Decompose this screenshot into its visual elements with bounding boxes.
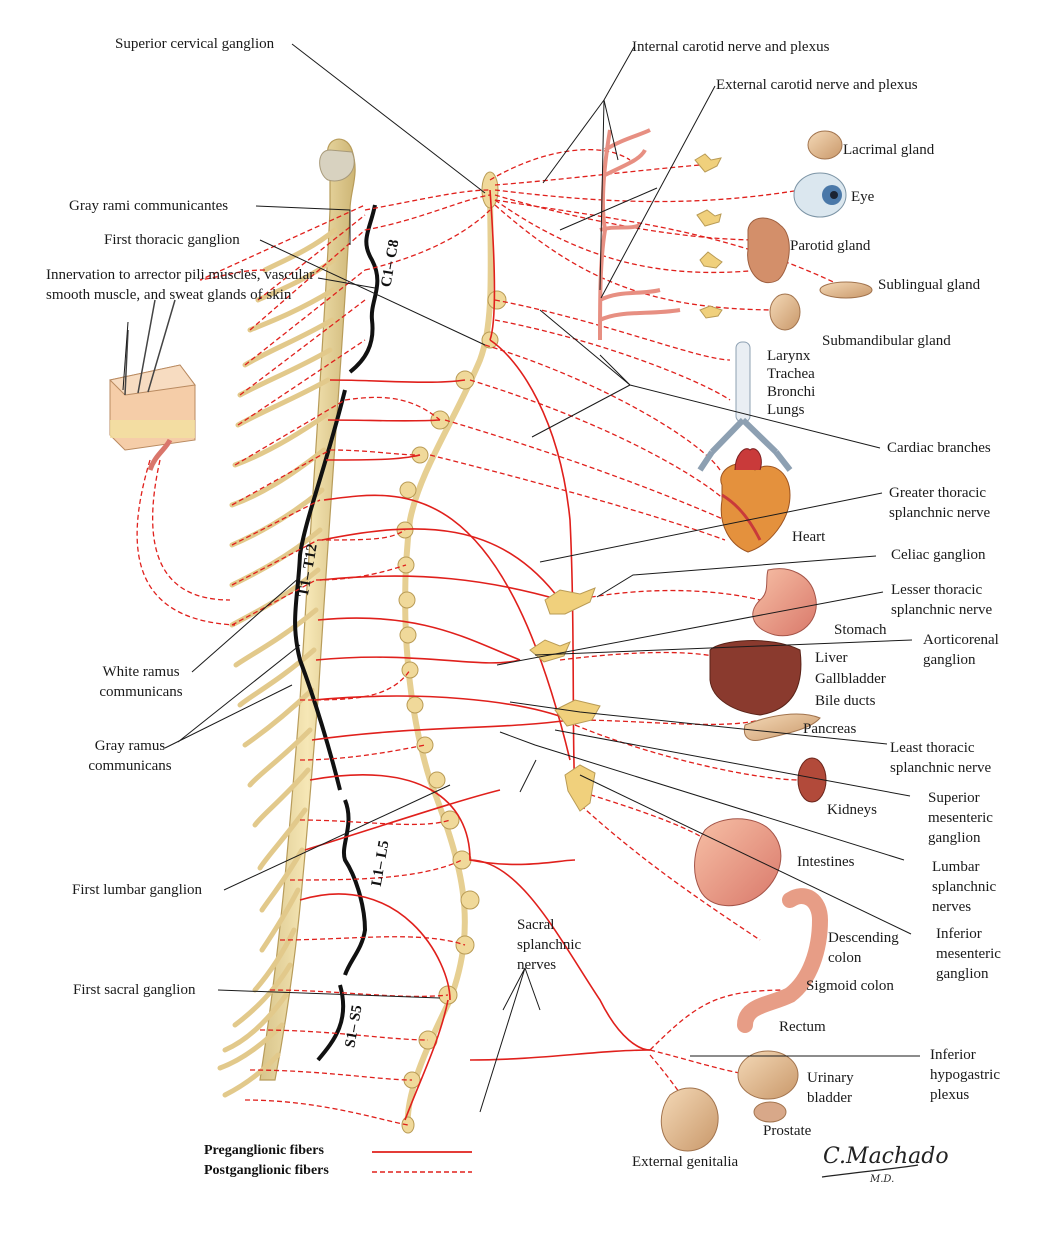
prevertebral-ganglia <box>529 587 601 812</box>
liver-shape <box>709 640 802 716</box>
intestines-shape <box>694 818 782 907</box>
label-cardiac-branches: Cardiac branches <box>887 440 991 456</box>
pancreas-shape <box>743 713 821 741</box>
label-prostate: Prostate <box>763 1123 812 1139</box>
label-larynx: Larynx <box>767 348 811 364</box>
label-white-ramus-communicans: White ramus communicans <box>99 664 183 700</box>
carotid-plexus-vessels <box>598 128 681 341</box>
label-greater-thoracic-splanchnic: Greater thoracic splanchnic nerve <box>889 485 991 521</box>
stomach-shape <box>752 568 817 637</box>
label-aorticorenal-ganglion: Aorticorenal ganglion <box>923 632 999 668</box>
label-gray-ramus-communicans: Gray ramus communicans <box>88 738 172 774</box>
label-submandibular-gland: Submandibular gland <box>822 333 951 349</box>
label-pancreas: Pancreas <box>803 721 857 737</box>
label-lungs: Lungs <box>767 402 805 418</box>
label-trachea: Trachea <box>767 366 815 382</box>
lacrimal-gland-shape <box>807 130 843 160</box>
label-descending-colon: Descending colon <box>828 930 899 966</box>
label-least-thoracic-splanchnic: Least thoracic splanchnic nerve <box>890 740 992 776</box>
label-liver: Liver <box>815 650 848 666</box>
spinal-cord <box>259 138 356 1081</box>
parotid-gland-shape <box>747 217 790 284</box>
preganglionic-fibers <box>299 189 651 1121</box>
label-stomach: Stomach <box>834 622 887 638</box>
label-internal-carotid: Internal carotid nerve and plexus <box>632 39 830 55</box>
label-rectum: Rectum <box>779 1019 826 1035</box>
skin-block-illustration <box>108 299 196 471</box>
label-gray-rami-communicantes: Gray rami communicantes <box>69 198 229 214</box>
label-heart: Heart <box>792 529 826 545</box>
external-genitalia-shape <box>660 1087 719 1152</box>
label-innervation-skin: Innervation to arrector pili muscles, va… <box>46 267 315 303</box>
label-sublingual-gland: Sublingual gland <box>878 277 981 293</box>
label-lesser-thoracic-splanchnic: Lesser thoracic splanchnic nerve <box>891 582 993 618</box>
legend-preganglionic-label: Preganglionic fibers <box>204 1143 324 1158</box>
eye-shape <box>793 172 847 218</box>
label-lacrimal-gland: Lacrimal gland <box>843 142 935 158</box>
label-parotid-gland: Parotid gland <box>790 238 871 254</box>
label-external-carotid: External carotid nerve and plexus <box>716 77 918 93</box>
label-first-thoracic-ganglion: First thoracic ganglion <box>104 232 240 248</box>
descending-colon-shape <box>782 888 829 1003</box>
label-inferior-mesenteric-ganglion: Inferior mesenteric ganglion <box>936 926 1001 982</box>
artist-signature: C.Machado <box>823 1144 949 1169</box>
urinary-bladder-shape <box>737 1050 799 1100</box>
label-gallbladder: Gallbladder <box>815 671 886 687</box>
artist-signature-suffix: M.D. <box>870 1174 895 1185</box>
signature-flourish <box>821 1164 919 1178</box>
label-sacral-splanchnic-nerves: Sacral splanchnic nerves <box>517 917 582 973</box>
heart-shape <box>720 448 791 553</box>
label-eye: Eye <box>851 189 875 205</box>
prostate-shape <box>753 1101 787 1123</box>
label-kidneys: Kidneys <box>827 802 877 818</box>
label-lumbar-splanchnic-nerves: Lumbar splanchnic nerves <box>932 859 997 915</box>
head-ganglia <box>694 153 723 319</box>
sympathetic-trunk <box>396 171 507 1134</box>
label-urinary-bladder: Urinary bladder <box>807 1070 854 1106</box>
label-first-sacral-ganglion: First sacral ganglion <box>73 982 196 998</box>
legend-swatches <box>372 1151 472 1173</box>
submandibular-gland-shape <box>769 293 801 331</box>
label-first-lumbar-ganglion: First lumbar ganglion <box>72 882 202 898</box>
leader-lines <box>122 43 920 1113</box>
sublingual-gland-shape <box>819 281 873 299</box>
sigmoid-rectum-shape <box>737 987 798 1033</box>
label-inferior-hypogastric-plexus: Inferior hypogastric plexus <box>930 1047 1000 1103</box>
legend-postganglionic-label: Postganglionic fibers <box>204 1163 329 1178</box>
organs <box>660 130 873 1152</box>
label-celiac-ganglion: Celiac ganglion <box>891 547 986 563</box>
label-bile-ducts: Bile ducts <box>815 693 876 709</box>
label-bronchi: Bronchi <box>767 384 816 400</box>
trachea-lungs-shape <box>697 341 793 472</box>
label-intestines: Intestines <box>797 854 855 870</box>
label-external-genitalia: External genitalia <box>632 1154 739 1170</box>
postganglionic-fibers <box>136 149 851 1126</box>
label-superior-mesenteric-ganglion: Superior mesenteric ganglion <box>928 790 993 846</box>
label-superior-cervical-ganglion: Superior cervical ganglion <box>115 36 275 52</box>
label-sigmoid-colon: Sigmoid colon <box>806 978 894 994</box>
